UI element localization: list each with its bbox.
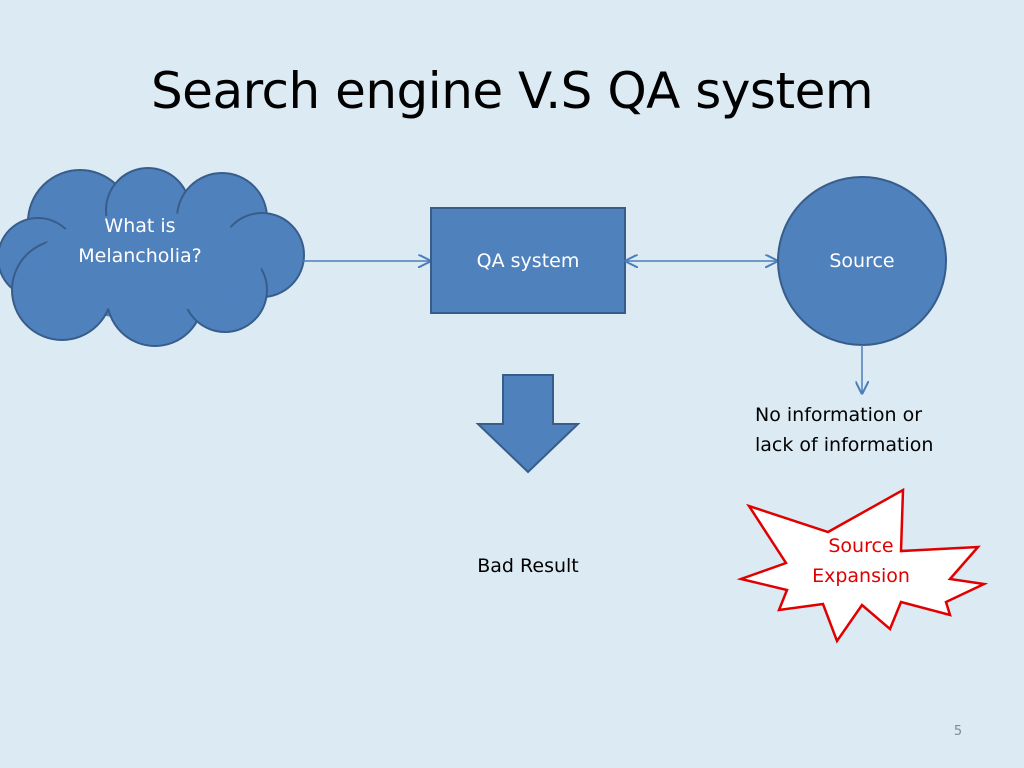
question-line-2: Melancholia?	[78, 245, 202, 267]
source-expansion-label: Source Expansion	[791, 531, 931, 591]
down-arrow-icon	[475, 374, 581, 474]
no-info-line-2: lack of information	[755, 434, 934, 456]
source-label: Source	[829, 250, 895, 272]
no-info-line-1: No information or	[755, 404, 923, 426]
qa-system-box	[430, 207, 626, 314]
bad-result-label: Bad Result	[477, 555, 579, 577]
question-line-1: What is	[104, 215, 176, 237]
question-cloud-shape	[0, 167, 305, 347]
source-expansion-burst	[736, 487, 989, 644]
page-title: Search engine V.S QA system	[150, 62, 874, 120]
expansion-line-1: Source	[828, 535, 894, 557]
page-number: 5	[953, 724, 963, 739]
question-cloud-label: What is Melancholia?	[70, 211, 210, 271]
no-information-note: No information or lack of information	[755, 400, 969, 460]
qa-system-label: QA system	[476, 250, 580, 272]
expansion-line-2: Expansion	[812, 565, 910, 587]
